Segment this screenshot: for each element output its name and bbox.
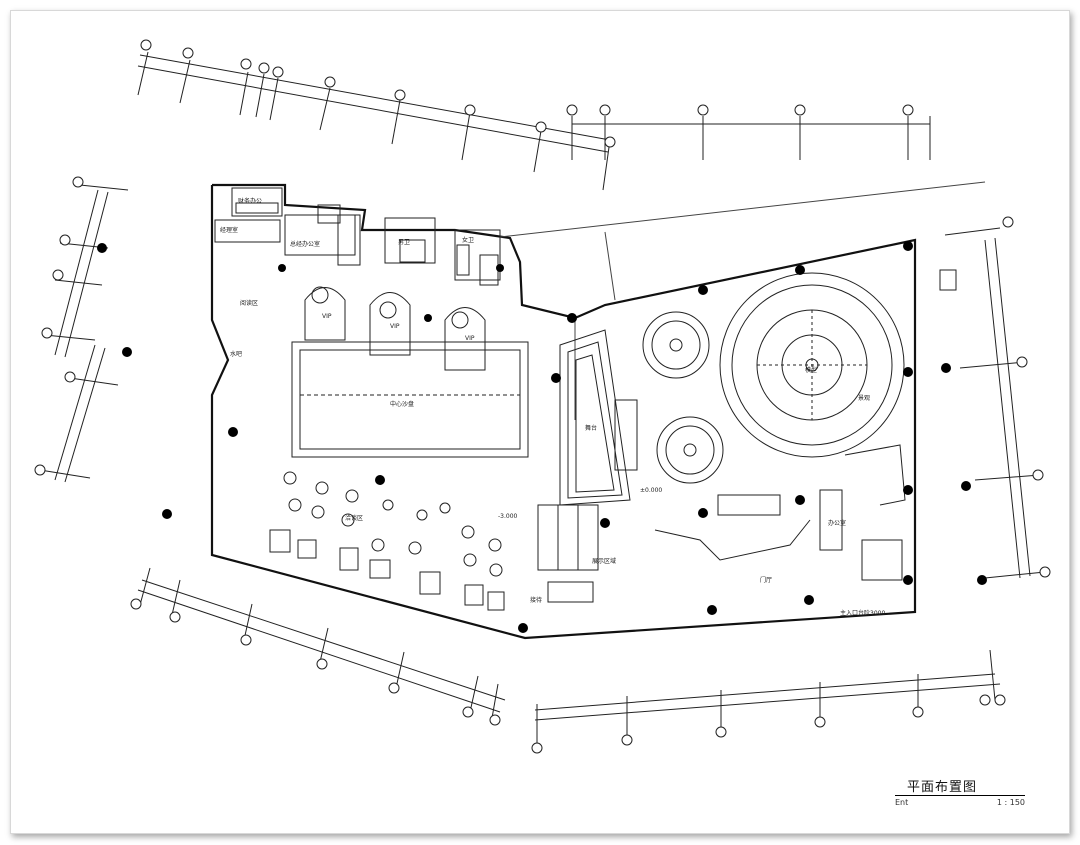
axis-markers	[34, 39, 1051, 754]
label-level-minus: -3.000	[498, 513, 518, 520]
title-block: 平面布置图 Ent 1 : 150	[895, 780, 1025, 832]
axis-grid-bottom-left	[137, 567, 506, 719]
axis-grid-right	[944, 227, 1046, 579]
label-finance: 财务办公	[238, 197, 262, 205]
hall-features	[547, 269, 957, 603]
label-female-wc: 女卫	[462, 236, 474, 244]
axis-grid-top-left	[137, 51, 611, 191]
drawing-title: 平面布置图	[907, 780, 978, 795]
axis-grid-top-right	[571, 116, 931, 160]
axis-grid-left	[39, 184, 129, 483]
office-rooms	[214, 187, 501, 286]
label-landscape: 景观	[858, 395, 870, 402]
label-vip-2: VIP	[390, 323, 400, 330]
label-exhibition: 展示区域	[592, 557, 616, 565]
label-vip-3: VIP	[465, 335, 475, 342]
label-stage: 舞台	[585, 424, 597, 432]
tiered-steps	[537, 329, 638, 571]
site-lines	[499, 181, 986, 420]
label-male-wc: 男卫	[398, 239, 410, 246]
label-reading: 阅读区	[240, 299, 258, 307]
drawing-sheet	[10, 10, 1070, 834]
label-level-zero: ±0.000	[640, 487, 662, 494]
label-meeting: 洽谈区	[345, 514, 363, 522]
vip-rooms	[304, 286, 486, 371]
meeting-tables	[283, 471, 503, 577]
water-features	[642, 272, 905, 484]
label-water-bar: 水吧	[230, 350, 242, 358]
axis-grid-bottom-right	[534, 649, 1001, 745]
lounge-seating	[269, 529, 505, 611]
label-general-office: 总经办公室	[290, 240, 320, 248]
label-vip-1: VIP	[322, 313, 332, 320]
label-manager-room: 经理室	[220, 226, 238, 234]
scale-row: Ent 1 : 150	[895, 798, 1025, 807]
label-hall: 门厅	[760, 576, 772, 584]
label-office: 办公室	[828, 519, 846, 527]
label-entry-note: 主入口台阶3000	[840, 609, 885, 617]
structural-columns	[97, 241, 987, 633]
label-sales-center: 中心沙盘	[390, 400, 414, 408]
scale-value: 1 : 150	[996, 798, 1025, 807]
label-reception: 接待	[530, 596, 542, 604]
label-model: 模型	[805, 366, 817, 374]
sales-center	[291, 341, 529, 458]
scale-left: Ent	[895, 798, 909, 807]
